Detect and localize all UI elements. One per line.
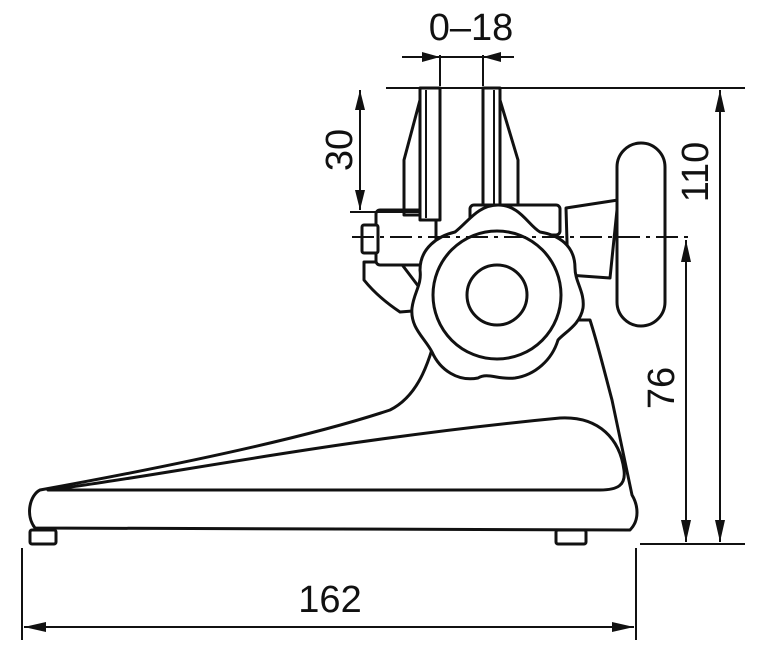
clamp-knob (564, 141, 667, 328)
dim-jaw-height-label: 30 (319, 129, 361, 171)
dim-base-length-label: 162 (298, 579, 361, 621)
hub (410, 203, 585, 381)
dim-gap: 0–18 (402, 7, 514, 62)
dim-base-length: 162 (24, 579, 634, 632)
left-foot (28, 528, 58, 546)
dim-jaw-height: 30 (319, 90, 365, 210)
dim-overall-height: 110 (675, 90, 725, 542)
extension-lines (21, 55, 745, 640)
right-foot (554, 528, 588, 546)
dim-overall-height-label: 110 (675, 142, 717, 203)
dim-gap-label: 0–18 (429, 7, 514, 49)
dim-center-height: 76 (641, 240, 691, 542)
dim-center-height-label: 76 (641, 367, 683, 409)
